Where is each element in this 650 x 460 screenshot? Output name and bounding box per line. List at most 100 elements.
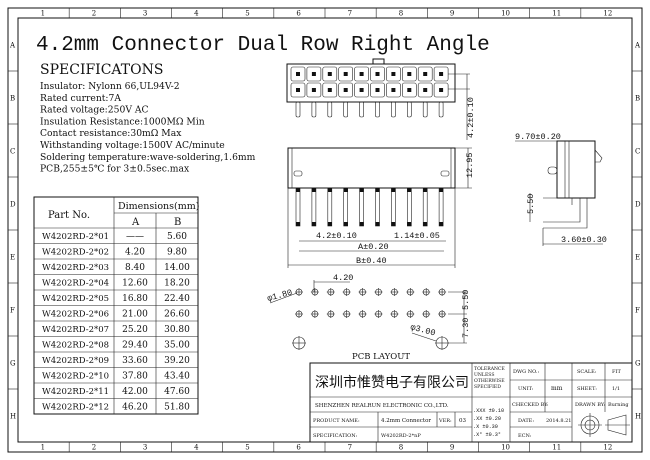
specifications: SPECIFICATONS Insulator: Nylonn 66,UL94V… [40,62,256,175]
dwg-no-label: DWG NO.: [513,369,540,375]
dimensions-header: Dimensions(mm) [118,201,199,212]
row-label: A [634,42,641,50]
column-label: 1 [41,444,45,452]
spec-line: PCB,255±5℃ for 3±0.5sec.max [40,164,190,175]
spec-line: Withstanding voltage:1500V AC/minute [40,140,225,151]
col-b-header: B [174,217,181,228]
checked-by-label: CHECKED BY: [512,402,549,408]
company-name-en: SHENZHEN REALRUN ELECTRONIC CO.,LTD. [315,403,449,409]
part-number: W4202RD-2*05 [42,294,109,304]
drawn-by-label: DRAWN BY: [575,402,606,408]
dim-pitch: 4.2±0.10 [316,231,357,241]
dim-b-value: 18.20 [164,279,190,289]
dim-b-value: 5.60 [167,232,187,242]
column-label: 11 [552,10,561,18]
column-label: 12 [603,444,612,452]
tolerance-label: OTHERWISE [474,378,505,384]
dim-pin-width: 1.14±0.05 [394,231,440,241]
row-label: F [635,307,640,315]
dim-b-value: 14.00 [164,263,190,273]
tolerance-value: .X° ±0.3° [473,432,501,438]
dim-a: A±0.20 [358,242,389,252]
column-label: 1 [41,10,45,18]
column-label: 3 [143,10,147,18]
spec-line: Insulation Resistance:1000MΩ Min [40,116,205,127]
version-label: VER: [438,418,452,424]
dim-b-value: 43.40 [164,372,190,382]
dim-side-pin-gap: 5.50 [526,194,536,214]
row-label: H [10,413,16,421]
dim-a-value: 25.20 [122,325,148,335]
dim-b-value: 26.60 [164,310,190,320]
row-label: C [10,148,15,156]
column-label: 8 [399,10,403,18]
spec-line: Soldering temperature:wave-soldering,1.6… [40,152,256,163]
product-name-value: 4.2mm Connector [381,418,431,424]
row-label: E [635,254,640,262]
column-label: 4 [194,10,199,18]
spec-line: Contact resistance:30mΩ Max [40,128,182,139]
product-name-label: PRODUCT NAME: [313,418,360,424]
dim-pcb-pitch: 4.20 [333,273,353,283]
column-label: 7 [348,10,352,18]
dim-pcb-peg-offset: 7.30 [461,318,471,338]
unit-label: UNIT: [518,386,534,392]
row-label: D [635,201,641,209]
specification-label: SPECIFICATION: [313,433,357,439]
drawn-by-value: Burning [608,402,629,408]
company-name-cn: 深圳市惟赞电子有限公司 [315,374,469,391]
column-label: 6 [296,10,301,18]
row-label: B [635,95,640,103]
column-label: 12 [603,10,612,18]
tolerance-value: .XXX ±0.10 [473,408,504,414]
column-label: 10 [501,444,510,452]
part-number: W4202RD-2*04 [42,279,109,289]
part-number: W4202RD-2*12 [42,403,109,413]
column-label: 5 [245,10,249,18]
part-number: W4202RD-2*02 [42,248,109,258]
dim-pcb-peg: φ3.00 [409,322,436,338]
column-label: 11 [552,444,561,452]
row-label: E [10,254,15,262]
row-label: H [635,413,641,421]
row-label: B [10,95,15,103]
dim-a-value: 12.60 [122,279,148,289]
part-number: W4202RD-2*06 [42,310,109,320]
dim-b-value: 9.80 [167,248,187,258]
dim-body-height: 12.95 [465,152,475,178]
column-label: 8 [399,444,403,452]
column-label: 9 [450,10,454,18]
dim-a-value: 21.00 [122,310,148,320]
part-number: W4202RD-2*03 [42,263,109,273]
version-value: 03 [459,418,466,424]
part-number: W4202RD-2*09 [42,356,109,366]
column-label: 9 [450,444,454,452]
column-label: 6 [296,444,301,452]
tolerance-label: SPECIFIED [474,384,501,390]
column-label: 10 [501,10,510,18]
specs-heading: SPECIFICATONS [40,62,163,78]
dim-b-value: 30.80 [164,325,190,335]
table-row: W4202RD-2*04 12.60 18.20 [42,279,190,289]
sheet-value: 1/1 [612,386,620,392]
column-label: 3 [143,444,147,452]
part-number: W4202RD-2*07 [42,325,109,335]
dim-front-height: 4.2±0.10 [466,97,476,138]
row-label: F [10,307,15,315]
row-label: A [9,42,16,50]
bottom-view: 12.95 4.2±0.10 1.14±0.05 A±0.20 B±0.40 [287,147,475,268]
dim-a-value: 8.40 [125,263,145,273]
tolerance-label: TOLERANCE [474,366,505,372]
dim-b-value: 39.20 [164,356,190,366]
row-label: G [10,360,16,368]
scale-value: FIT [612,369,621,375]
table-row: W4202RD-2*01——5.60 [42,232,187,242]
dim-b-value: 47.60 [164,387,190,397]
row-label: G [635,360,641,368]
dim-side-offset: 3.60±0.30 [561,235,607,245]
part-number: W4202RD-2*10 [42,372,109,382]
unit-value: mm [551,385,563,392]
